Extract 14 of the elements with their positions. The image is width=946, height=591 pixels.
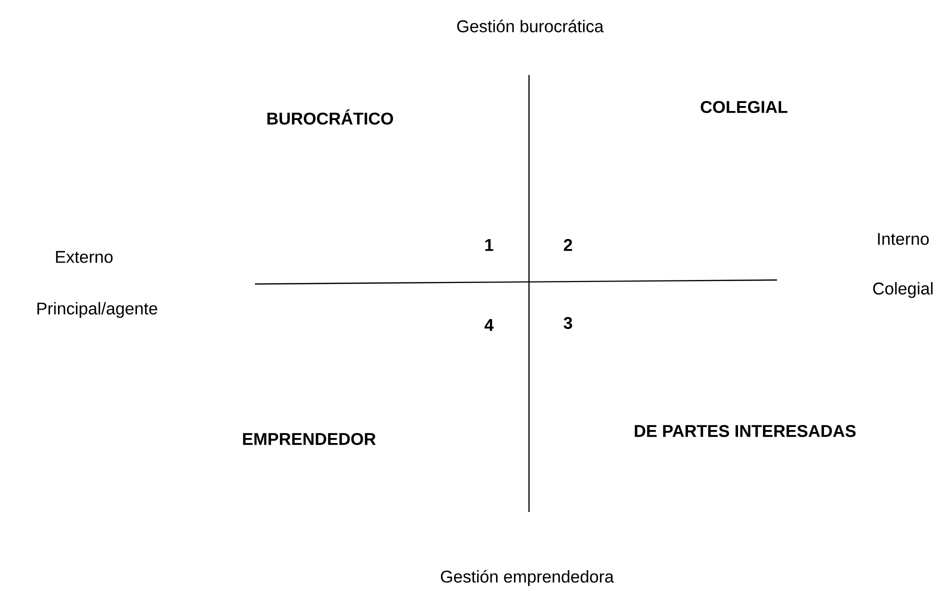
axis-label: Gestión emprendedora xyxy=(440,570,614,586)
quadrant-number: 2 xyxy=(564,239,572,251)
axis-label: Interno xyxy=(878,233,929,245)
quadrant-label: BUROCRÁTICO xyxy=(267,109,394,125)
quadrant-number: 4 xyxy=(484,319,494,331)
quadrant-number: 1 xyxy=(485,239,494,251)
axis-label: Colegial xyxy=(873,282,933,298)
axis-label: Gestión burocrática xyxy=(457,20,604,32)
quadrant-number: 3 xyxy=(564,316,572,330)
axis-label: Principal/agente xyxy=(37,302,158,318)
quadrant-label: COLEGIAL xyxy=(700,100,788,114)
axis-label: Externo xyxy=(56,251,113,263)
quadrant-label: EMPRENDEDOR xyxy=(243,432,376,446)
quadrant-label: DE PARTES INTERESADAS xyxy=(634,424,856,438)
